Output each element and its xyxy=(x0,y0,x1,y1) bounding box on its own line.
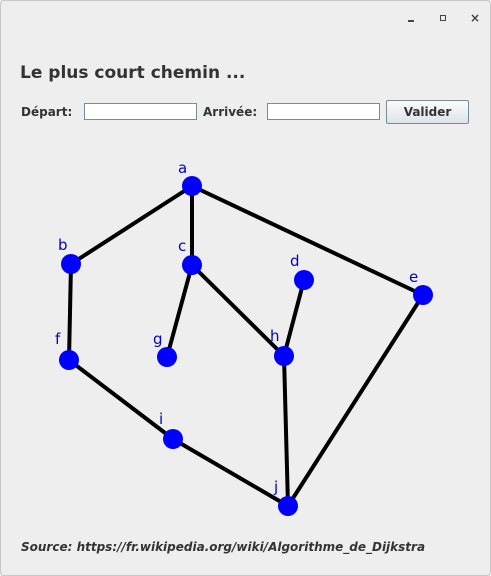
graph-node-label-g: g xyxy=(153,330,163,348)
graph-node-label-j: j xyxy=(273,478,278,496)
graph-node-g[interactable] xyxy=(157,347,177,367)
depart-label: Départ: xyxy=(21,105,73,119)
graph-node-d[interactable] xyxy=(294,270,314,290)
graph-node-i[interactable] xyxy=(163,429,183,449)
valider-button[interactable]: Valider xyxy=(386,100,469,124)
graph-node-label-f: f xyxy=(55,330,61,348)
graph-nodes: a b c d e f g h i j xyxy=(55,159,433,516)
edge-e-j xyxy=(286,293,425,508)
graph-node-label-e: e xyxy=(409,268,418,286)
graph-node-c[interactable] xyxy=(182,255,202,275)
edge-a-b xyxy=(69,184,194,266)
edge-f-i xyxy=(67,358,175,441)
graph-node-h[interactable] xyxy=(274,346,294,366)
graph-node-a[interactable] xyxy=(182,176,202,196)
graph-node-f[interactable] xyxy=(59,350,79,370)
graph-edges xyxy=(67,184,425,508)
maximize-icon[interactable] xyxy=(435,10,451,26)
graph-node-b[interactable] xyxy=(61,254,81,274)
graph-node-label-a: a xyxy=(178,159,187,177)
edge-d-h xyxy=(282,279,306,357)
graph-node-label-d: d xyxy=(290,252,300,270)
edge-a-e xyxy=(191,184,424,297)
minimize-icon[interactable] xyxy=(403,10,419,26)
arrivee-label: Arrivée: xyxy=(203,105,258,119)
graph-node-j[interactable] xyxy=(278,496,298,516)
source-citation: Source: https://fr.wikipedia.org/wiki/Al… xyxy=(21,540,426,554)
graph-node-label-c: c xyxy=(178,237,186,255)
title-bar: × xyxy=(1,1,490,35)
page-title: Le plus court chemin ... xyxy=(20,63,246,83)
close-icon[interactable]: × xyxy=(469,11,481,25)
arrivee-input[interactable] xyxy=(267,103,380,120)
edge-i-j xyxy=(171,437,290,508)
edge-b-f xyxy=(67,263,73,361)
graph-node-label-i: i xyxy=(159,410,163,428)
edge-c-h xyxy=(190,263,286,358)
edge-h-j xyxy=(282,355,290,507)
depart-input[interactable] xyxy=(84,103,197,120)
graph-node-e[interactable] xyxy=(413,285,433,305)
edge-c-g xyxy=(165,264,194,358)
graph-node-label-b: b xyxy=(58,236,68,254)
graph-node-label-h: h xyxy=(270,327,280,345)
